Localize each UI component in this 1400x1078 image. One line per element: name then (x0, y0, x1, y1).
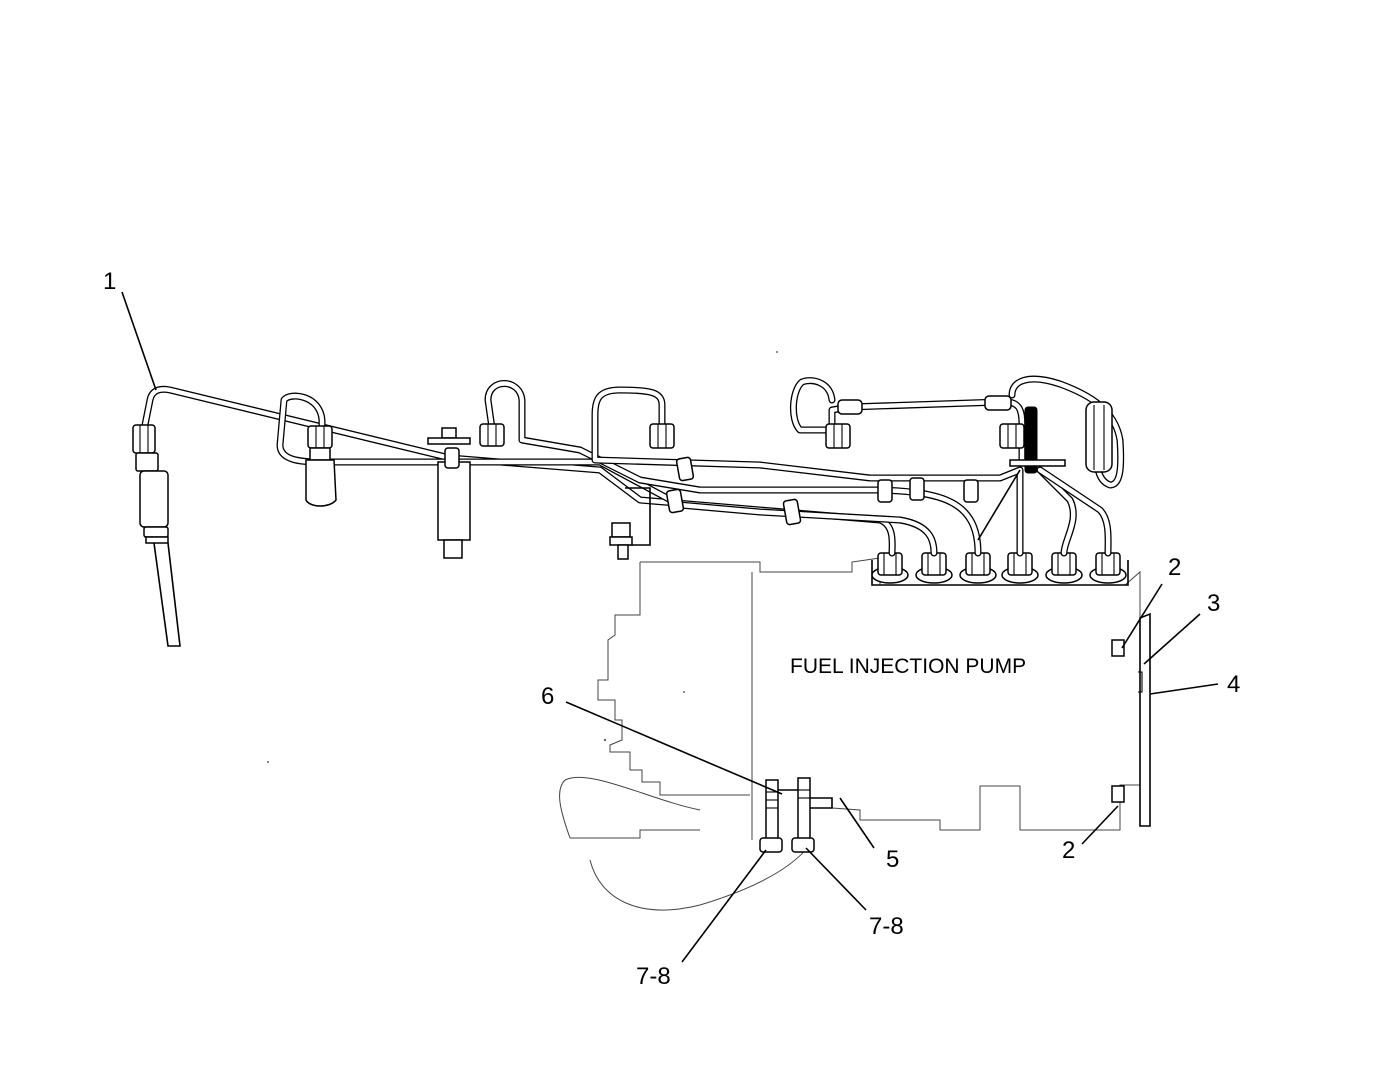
leader-2-top (1121, 583, 1163, 649)
leader-7-8-right (805, 847, 867, 911)
callout-2-bottom: 2 (1062, 837, 1075, 864)
callout-1: 1 (103, 268, 116, 295)
leader-4 (1149, 683, 1219, 695)
callout-leaders (121, 291, 1219, 963)
callout-4: 4 (1227, 671, 1240, 698)
callout-6: 6 (541, 683, 554, 710)
leader-5 (839, 797, 875, 849)
leader-1 (121, 291, 157, 391)
line-clamps (609, 395, 1066, 560)
leader-3 (1143, 613, 1201, 665)
bracket-bolt-upper (1111, 639, 1125, 657)
callout-3: 3 (1207, 590, 1220, 617)
pump-label: FUEL INJECTION PUMP (790, 655, 1026, 678)
mounting-bracket (1111, 612, 1151, 827)
leader-7-8-left (681, 849, 767, 963)
callout-7-8-left: 7-8 (636, 963, 671, 990)
callout-2-top: 2 (1168, 554, 1181, 581)
callout-5: 5 (886, 846, 899, 873)
support-post (427, 427, 471, 559)
callout-numbers: 1 2 3 4 5 6 7-8 7-8 2 (103, 268, 1240, 990)
callout-7-8-right: 7-8 (869, 913, 904, 940)
leader-2-bottom (1081, 805, 1119, 845)
fuel-injection-pump-body (267, 351, 1141, 911)
bracket-bolt-lower (1111, 785, 1125, 803)
injector-1 (132, 424, 181, 647)
leader-6 (565, 701, 783, 795)
pump-outlet-fittings (871, 552, 1129, 586)
injector-nuts (132, 423, 1025, 647)
fuel-injection-lines (141, 375, 1125, 557)
support-bracket-bolts (759, 777, 833, 853)
